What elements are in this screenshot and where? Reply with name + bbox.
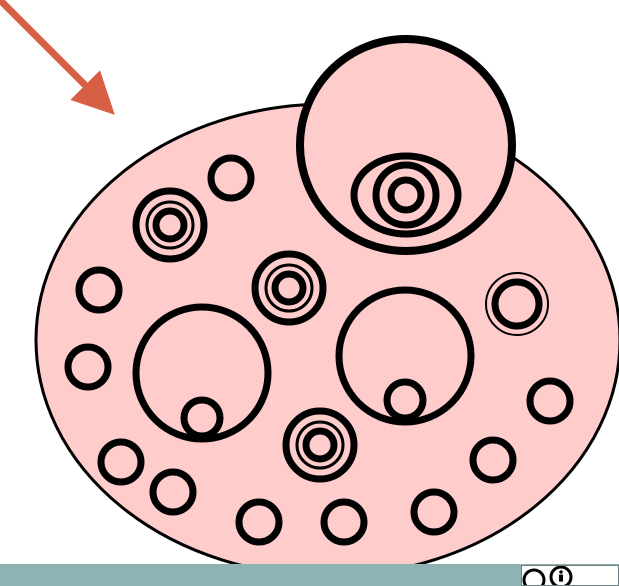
arrow-icon xyxy=(0,0,98,98)
cc-license-graphic xyxy=(522,566,619,586)
cc-license-icon[interactable] xyxy=(521,565,619,586)
